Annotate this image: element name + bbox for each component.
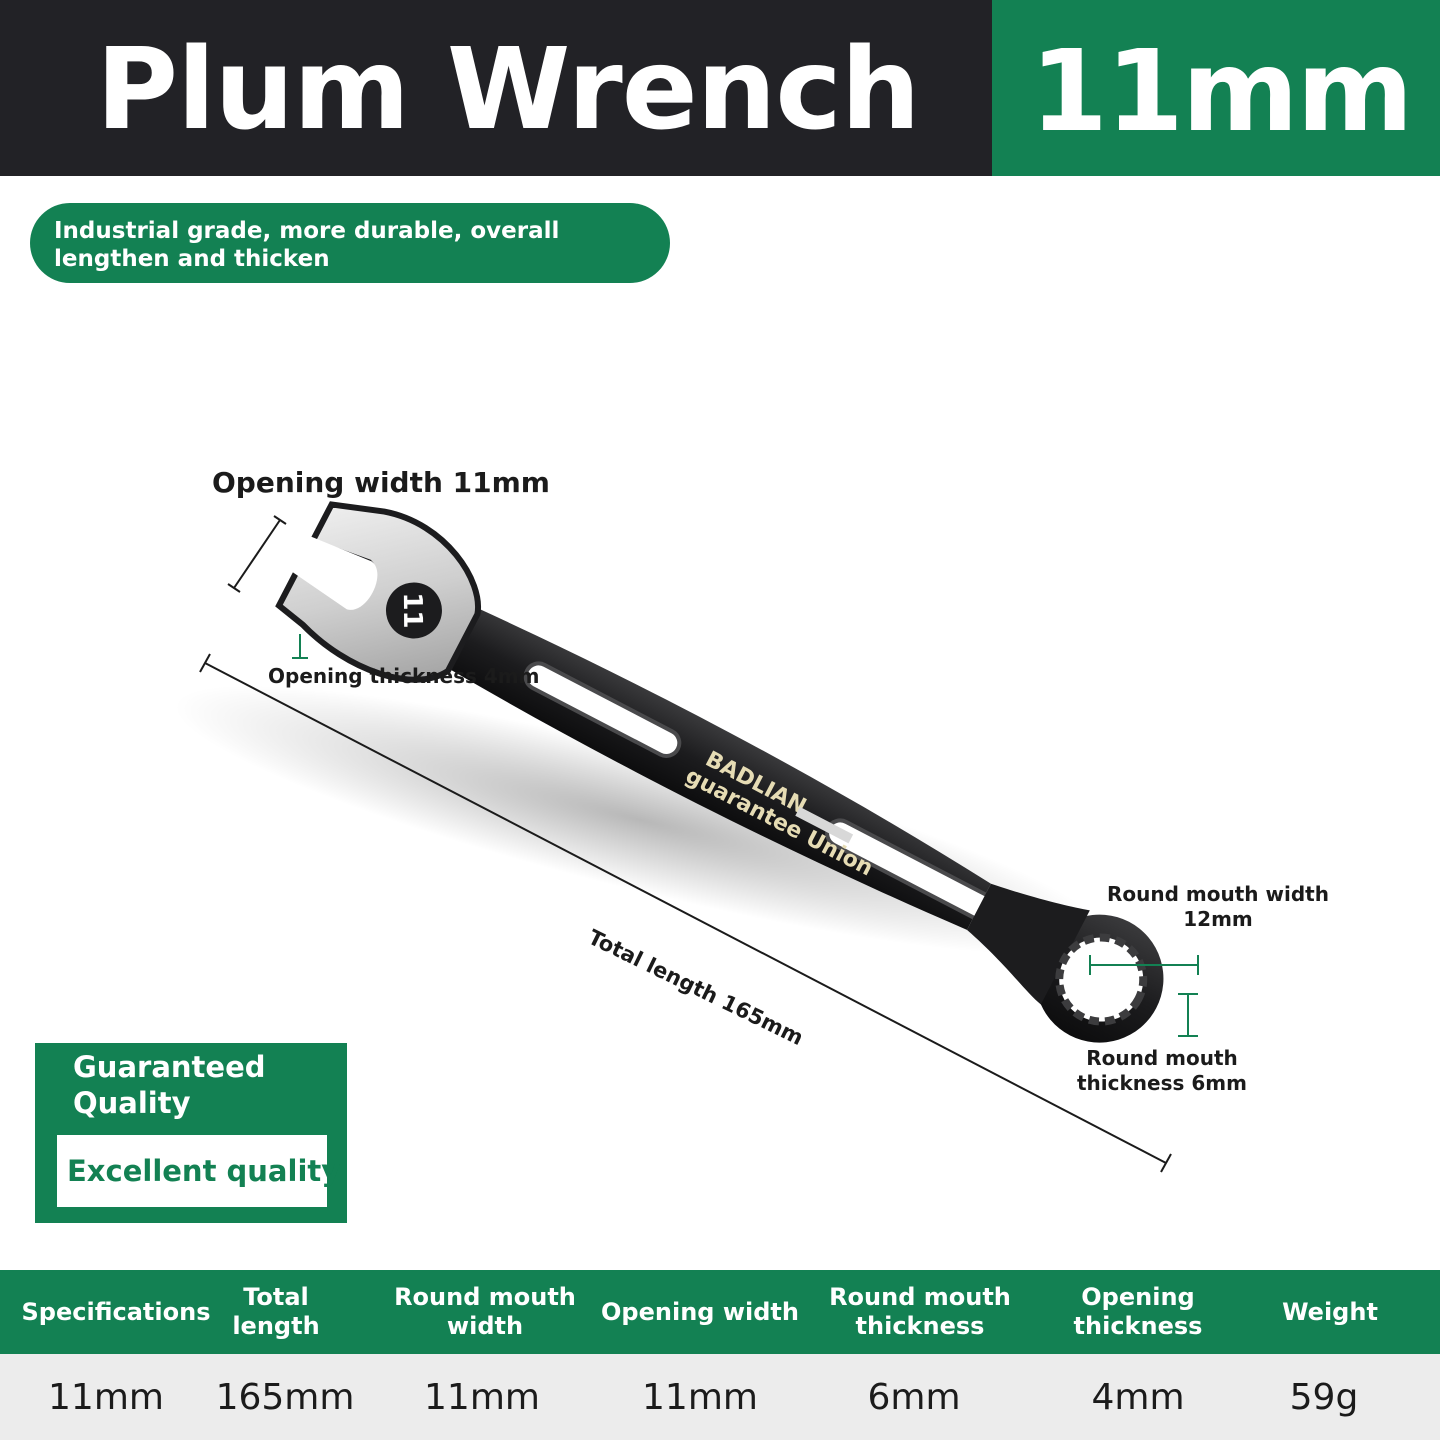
header-banner: Plum Wrench 11mm [0, 0, 1440, 176]
ring-neck [966, 883, 1090, 1005]
tagline-pill: Industrial grade, more durable, overall … [30, 203, 670, 283]
size-title: 11mm [1030, 27, 1413, 157]
quality-title: Guaranteed Quality [73, 1050, 266, 1120]
spec-header-specifications: Specifications [21, 1297, 211, 1326]
quality-badge: Guaranteed Quality Excellent quality [35, 1043, 347, 1223]
spec-value-specifications: 11mm [48, 1376, 164, 1418]
round-mouth-thickness-label: Round mouth thickness 6mm [1077, 1046, 1247, 1095]
jaw-opening [292, 536, 378, 610]
spec-header-opening-width: Opening width [601, 1297, 799, 1326]
spec-header-weight: Weight [1282, 1297, 1378, 1326]
spec-header-opening-thickness: Opening thickness [1073, 1283, 1203, 1340]
round-mouth-width-label: Round mouth width 12mm [1107, 882, 1329, 931]
quality-subtitle: Excellent quality [67, 1154, 341, 1188]
header-size-panel [992, 0, 1440, 176]
spec-table: Specifications Total length Round mouth … [0, 1270, 1440, 1440]
header-title-panel: Plum Wrench [0, 0, 992, 176]
spec-header-total-length: Total length [232, 1283, 320, 1340]
size-badge-label: 11 [397, 592, 427, 628]
spec-table-header: Specifications Total length Round mouth … [0, 1270, 1440, 1354]
opening-width-line [233, 519, 281, 589]
spec-value-opening-thickness: 4mm [1091, 1376, 1185, 1418]
spec-value-weight: 59g [1289, 1376, 1359, 1418]
spec-value-round-mouth-thickness: 6mm [867, 1376, 961, 1418]
spec-header-round-mouth-thickness: Round mouth thickness [829, 1283, 1011, 1340]
page-title: Plum Wrench [96, 25, 921, 155]
quality-subtitle-panel: Excellent quality [57, 1135, 340, 1207]
spec-value-round-mouth-width: 11mm [424, 1376, 540, 1418]
spec-table-row: 11mm 165mm 11mm 11mm 6mm 4mm 59g [0, 1354, 1440, 1440]
opening-width-label: Opening width 11mm [212, 466, 550, 499]
wrench-diagram: 11 BADLIAN guarantee Union [173, 501, 1199, 1173]
ring-opening [1055, 933, 1148, 1026]
handle-slot-1 [523, 661, 682, 758]
spec-header-round-mouth-width: Round mouth width [394, 1283, 576, 1340]
opening-thickness-label: Opening thickness 4mm [268, 664, 540, 688]
dimension-lines [199, 515, 1199, 1173]
size-badge [385, 582, 442, 639]
total-length-line [204, 662, 1167, 1164]
spec-value-opening-width: 11mm [642, 1376, 758, 1418]
brand-stripe [795, 806, 854, 844]
spec-value-total-length: 165mm [215, 1376, 355, 1418]
